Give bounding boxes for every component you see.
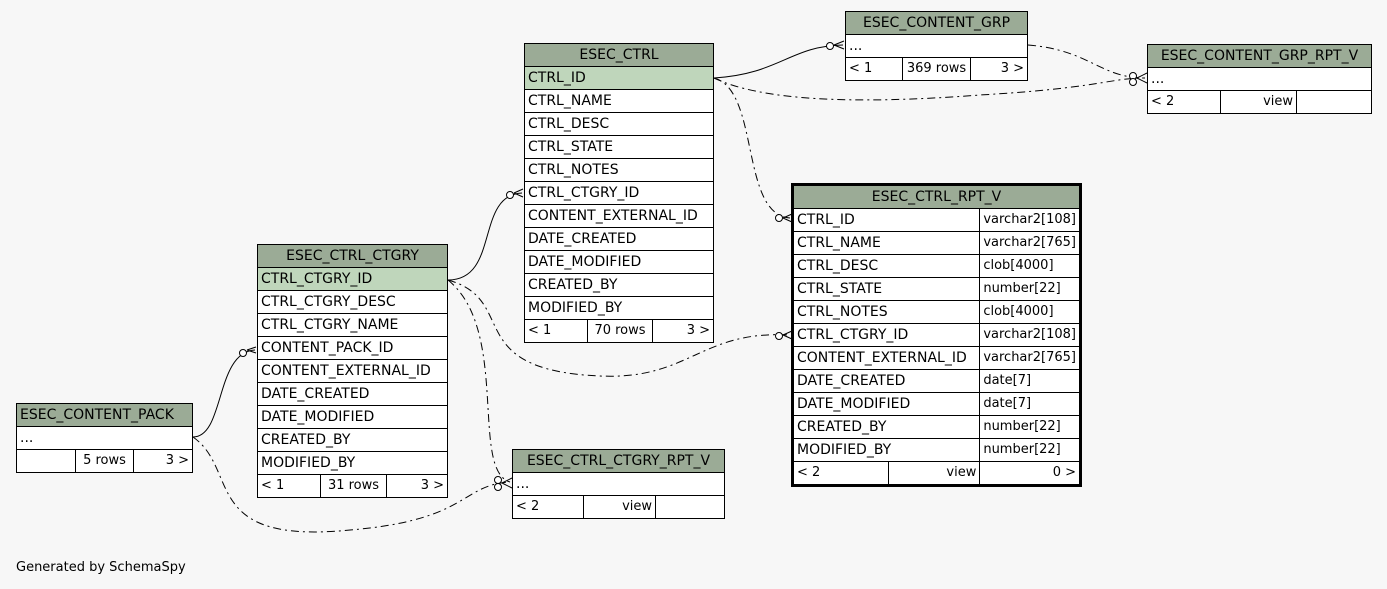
primary-key-row: CTRL_ID [524,66,714,90]
column-row: CONTENT_EXTERNAL_ID [257,359,448,383]
column-row: ... [512,472,725,496]
column-row: ... [845,34,1028,58]
table-footer: < 2 view 0 > [793,461,1080,485]
table-esec-ctrl[interactable]: ESEC_CTRL CTRL_ID CTRL_NAME CTRL_DESC CT… [524,43,714,343]
table-header[interactable]: ESEC_CTRL [524,43,714,67]
column-row: DATE_MODIFIED [524,250,714,274]
table-esec-content-pack[interactable]: ESEC_CONTENT_PACK ... 5 rows 3 > [16,403,193,473]
column-type: varchar2[765] [979,231,1080,255]
column-type: clob[4000] [979,254,1080,278]
table-esec-content-grp[interactable]: ESEC_CONTENT_GRP ... < 1 369 rows 3 > [845,11,1028,81]
table-footer: < 2 view [1147,90,1372,114]
table-esec-ctrl-ctgry[interactable]: ESEC_CTRL_CTGRY CTRL_CTGRY_ID CTRL_CTGRY… [257,244,448,498]
column-type: date[7] [979,392,1080,416]
column-type: clob[4000] [979,300,1080,324]
generator-credit: Generated by SchemaSpy [16,560,186,575]
table-footer: < 1 369 rows 3 > [845,57,1028,81]
column-row: DATE_CREATED [257,382,448,406]
column-row: DATE_CREATED [524,227,714,251]
column-row: ... [16,426,193,450]
column-type: number[22] [979,415,1080,439]
column-type: number[22] [979,438,1080,462]
fk-line-ctrl-ctgry [447,192,523,281]
column-row: MODIFIED_BY [257,451,448,475]
fk-line-content-grp [713,44,844,79]
column-row: CTRL_CTGRY_ID [524,181,714,205]
column-row: CREATED_BY [524,273,714,297]
column-row: CTRL_NOTES [524,158,714,182]
column-type: varchar2[765] [979,346,1080,370]
table-header[interactable]: ESEC_CONTENT_GRP [845,11,1028,35]
table-header[interactable]: ESEC_CONTENT_PACK [16,403,193,427]
column-row: DATE_MODIFIED [257,405,448,429]
column-row: CONTENT_PACK_ID [257,336,448,360]
table-header[interactable]: ESEC_CONTENT_GRP_RPT_V [1147,44,1372,68]
table-footer: < 1 31 rows 3 > [257,474,448,498]
table-header[interactable]: ESEC_CTRL_CTGRY_RPT_V [512,449,725,473]
crowsfoot-circle [506,191,514,199]
crowsfoot-circle [494,476,502,484]
column-row: ... [1147,67,1372,91]
primary-key-row: CTRL_CTGRY_ID [257,267,448,291]
crowsfoot-circle [494,483,502,491]
column-row: CTRL_CTGRY_DESC [257,290,448,314]
table-esec-ctrl-ctgry-rpt-v[interactable]: ESEC_CTRL_CTGRY_RPT_V ... < 2 view [512,449,725,519]
implied-line-grp-grprptv [1027,44,1146,79]
column-row: CTRL_NAME [524,89,714,113]
column-row: CONTENT_EXTERNAL_ID [524,204,714,228]
table-header[interactable]: ESEC_CTRL_CTGRY [257,244,448,268]
crowsfoot-circle [239,349,247,357]
implied-line-ctrl-ctrlrptv [713,77,791,219]
table-footer: < 1 70 rows 3 > [524,319,714,343]
table-footer: 5 rows 3 > [16,449,193,473]
crowsfoot-circle [1129,78,1137,86]
column-row: CTRL_STATE [524,135,714,159]
column-row: CTRL_DESC [524,112,714,136]
implied-line-ctrl-grprptv [713,77,1146,101]
column-row: CREATED_BY [257,428,448,452]
crowsfoot-circle [1129,72,1137,80]
table-footer: < 2 view [512,495,725,519]
crowsfoot-circle [826,42,834,50]
column-type: number[22] [979,277,1080,301]
crowsfoot-circle [775,214,783,222]
column-row: CTRL_CTGRY_NAME [257,313,448,337]
crowsfoot-circle [775,332,783,340]
fk-line-content-pack [192,349,256,438]
table-esec-content-grp-rpt-v[interactable]: ESEC_CONTENT_GRP_RPT_V ... < 2 view [1147,44,1372,114]
column-type: date[7] [979,369,1080,393]
column-type: varchar2[108] [979,208,1080,232]
table-header[interactable]: ESEC_CTRL_RPT_V [793,185,1080,209]
implied-line-ctgry-rptv [447,279,511,483]
column-row: MODIFIED_BY [524,296,714,320]
column-type: varchar2[108] [979,323,1080,347]
